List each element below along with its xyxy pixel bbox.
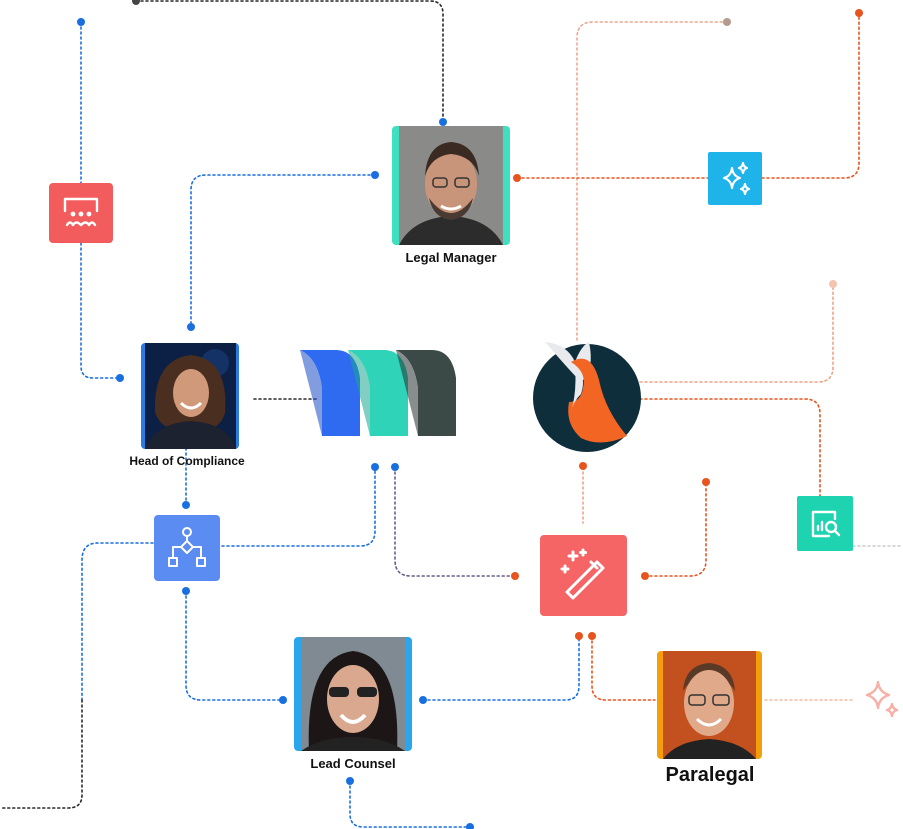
connector-top-dark [135, 0, 444, 123]
avatar-paralegal [663, 651, 756, 759]
team-meeting-icon [49, 183, 113, 243]
connector-dot [279, 696, 287, 704]
person-card-paralegal [657, 651, 762, 759]
connector-dot [419, 696, 427, 704]
connector-counsel-bottom [349, 780, 471, 828]
person-label-head-of-compliance: Head of Compliance [129, 454, 245, 468]
connector-dot [513, 174, 521, 182]
connector-dot [132, 0, 140, 5]
connector-dot [77, 18, 85, 26]
sparkle-outline-icon [858, 674, 903, 724]
connector-dot [391, 463, 399, 471]
connector-fox-right-lower [639, 398, 821, 497]
person-card-head-of-compliance [141, 343, 239, 449]
connector-workflow-left [81, 542, 154, 701]
connector-fox-top [576, 21, 728, 341]
person-card-legal-manager [392, 126, 510, 245]
connector-dot [466, 823, 474, 829]
connector-sparkle-right [761, 12, 860, 179]
connector-manager-compliance [190, 174, 376, 327]
magic-wand-icon [540, 535, 627, 616]
connector-dot [346, 777, 354, 785]
avatar-lead-counsel [301, 637, 405, 751]
person-card-lead-counsel [294, 637, 412, 751]
connector-dot [723, 18, 731, 26]
connector-dot [187, 323, 195, 331]
avatar-legal-manager [399, 126, 503, 245]
connector-dot [182, 587, 190, 595]
person-label-paralegal: Paralegal [665, 764, 755, 786]
connector-dot [439, 118, 447, 126]
sparkle-icon [708, 152, 762, 205]
connector-dot [511, 572, 519, 580]
workflow-icon [154, 515, 220, 581]
connector-dot [116, 374, 124, 382]
connector-wand-paralegal [591, 635, 656, 701]
connector-dot [182, 501, 190, 509]
person-label-lead-counsel: Lead Counsel [310, 756, 396, 771]
avatar-head-of-compliance [145, 343, 236, 449]
connector-fox-right-upper [639, 283, 834, 383]
connector-workflow-logo [221, 466, 376, 547]
connector-dot [371, 463, 379, 471]
brand-logo-m [296, 348, 459, 438]
connector-dot [641, 572, 649, 580]
connector-dot [588, 632, 596, 640]
connector-dot [855, 9, 863, 17]
report-search-icon [797, 496, 853, 551]
connector-dot [575, 632, 583, 640]
connector-bottom-left-dark [0, 699, 83, 809]
connector-logo-wand [394, 466, 516, 577]
fox-logo [531, 340, 643, 453]
connector-meeting-bottom [80, 242, 121, 379]
connector-counsel-wand [422, 635, 580, 701]
connector-wand-right [644, 481, 707, 577]
connector-dot [371, 171, 379, 179]
person-label-legal-manager: Legal Manager [405, 250, 497, 265]
connector-workflow-counsel [185, 590, 284, 701]
connector-dot [702, 478, 710, 486]
connector-dot [579, 462, 587, 470]
connector-dot [829, 280, 837, 288]
